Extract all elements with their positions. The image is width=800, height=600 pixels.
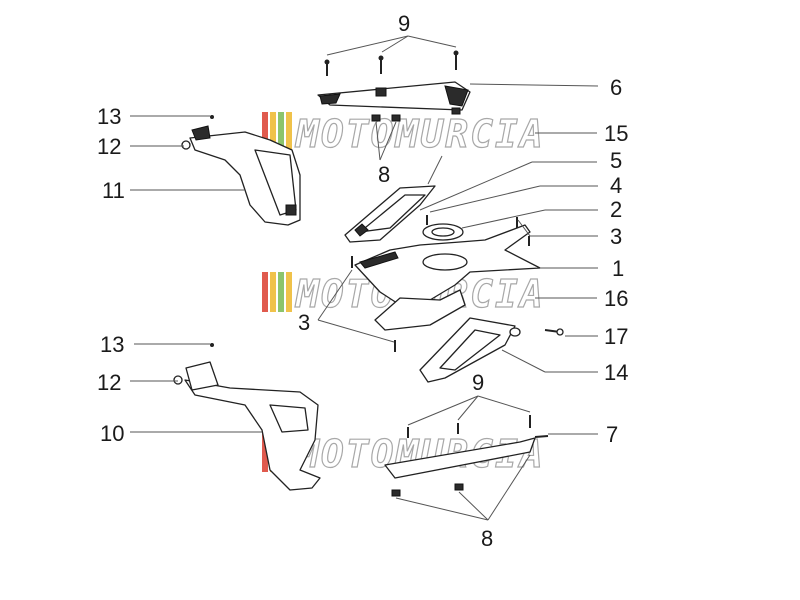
watermark-stripe <box>286 272 292 312</box>
part-5-lid-tray <box>344 185 436 243</box>
callout-labels: 9 6 13 12 15 8 5 11 4 2 3 1 16 3 17 13 1… <box>97 11 628 551</box>
part-4-ring <box>422 223 464 241</box>
watermark-stripe <box>270 272 276 312</box>
part-6-top-cover <box>317 81 471 111</box>
watermark-text: MOTOMURCIA <box>294 112 545 156</box>
callout-14: 14 <box>604 360 628 385</box>
callout-8: 8 <box>481 526 493 551</box>
part-1-central-body <box>351 224 541 352</box>
part-3-screws-right <box>426 215 530 246</box>
callout-17: 17 <box>604 324 628 349</box>
screws-9-top <box>324 50 459 76</box>
callout-11: 11 <box>102 178 125 203</box>
watermark-stripe <box>262 112 268 152</box>
watermark-stripe <box>262 432 268 472</box>
watermark-stripe <box>278 272 284 312</box>
part-11-left-upper-panel <box>181 115 301 226</box>
clips-8-top <box>371 107 461 122</box>
part-10-left-lower-panel <box>173 343 321 491</box>
callout-6: 6 <box>610 75 622 100</box>
callout-13: 13 <box>97 104 121 129</box>
callout-1: 1 <box>612 256 624 281</box>
callout-3: 3 <box>298 310 310 335</box>
callout-4: 4 <box>610 173 622 198</box>
callout-8: 8 <box>378 162 390 187</box>
callout-12: 12 <box>97 134 121 159</box>
part-14-lower-tray <box>419 317 564 383</box>
callout-3: 3 <box>610 224 622 249</box>
callout-5: 5 <box>610 148 622 173</box>
leader-lines <box>130 35 599 521</box>
watermark-top: MOTOMURCIA <box>262 111 545 157</box>
watermark-stripe <box>270 112 276 152</box>
callout-7: 7 <box>606 422 618 447</box>
watermark-stripe <box>262 272 268 312</box>
callout-15: 15 <box>604 121 628 146</box>
callout-10: 10 <box>100 421 124 446</box>
callout-2: 2 <box>610 197 622 222</box>
callout-13: 13 <box>100 332 124 357</box>
watermark-stripe <box>286 112 292 152</box>
callout-9: 9 <box>398 11 410 36</box>
part-7-lower-cover <box>384 415 549 497</box>
callout-9: 9 <box>472 370 484 395</box>
watermark-bottom: MOTOMURCIA <box>262 431 545 477</box>
callout-12: 12 <box>97 370 121 395</box>
callout-16: 16 <box>604 286 628 311</box>
watermark-stripe <box>278 112 284 152</box>
watermark-text: MOTOMURCIA <box>294 432 545 476</box>
